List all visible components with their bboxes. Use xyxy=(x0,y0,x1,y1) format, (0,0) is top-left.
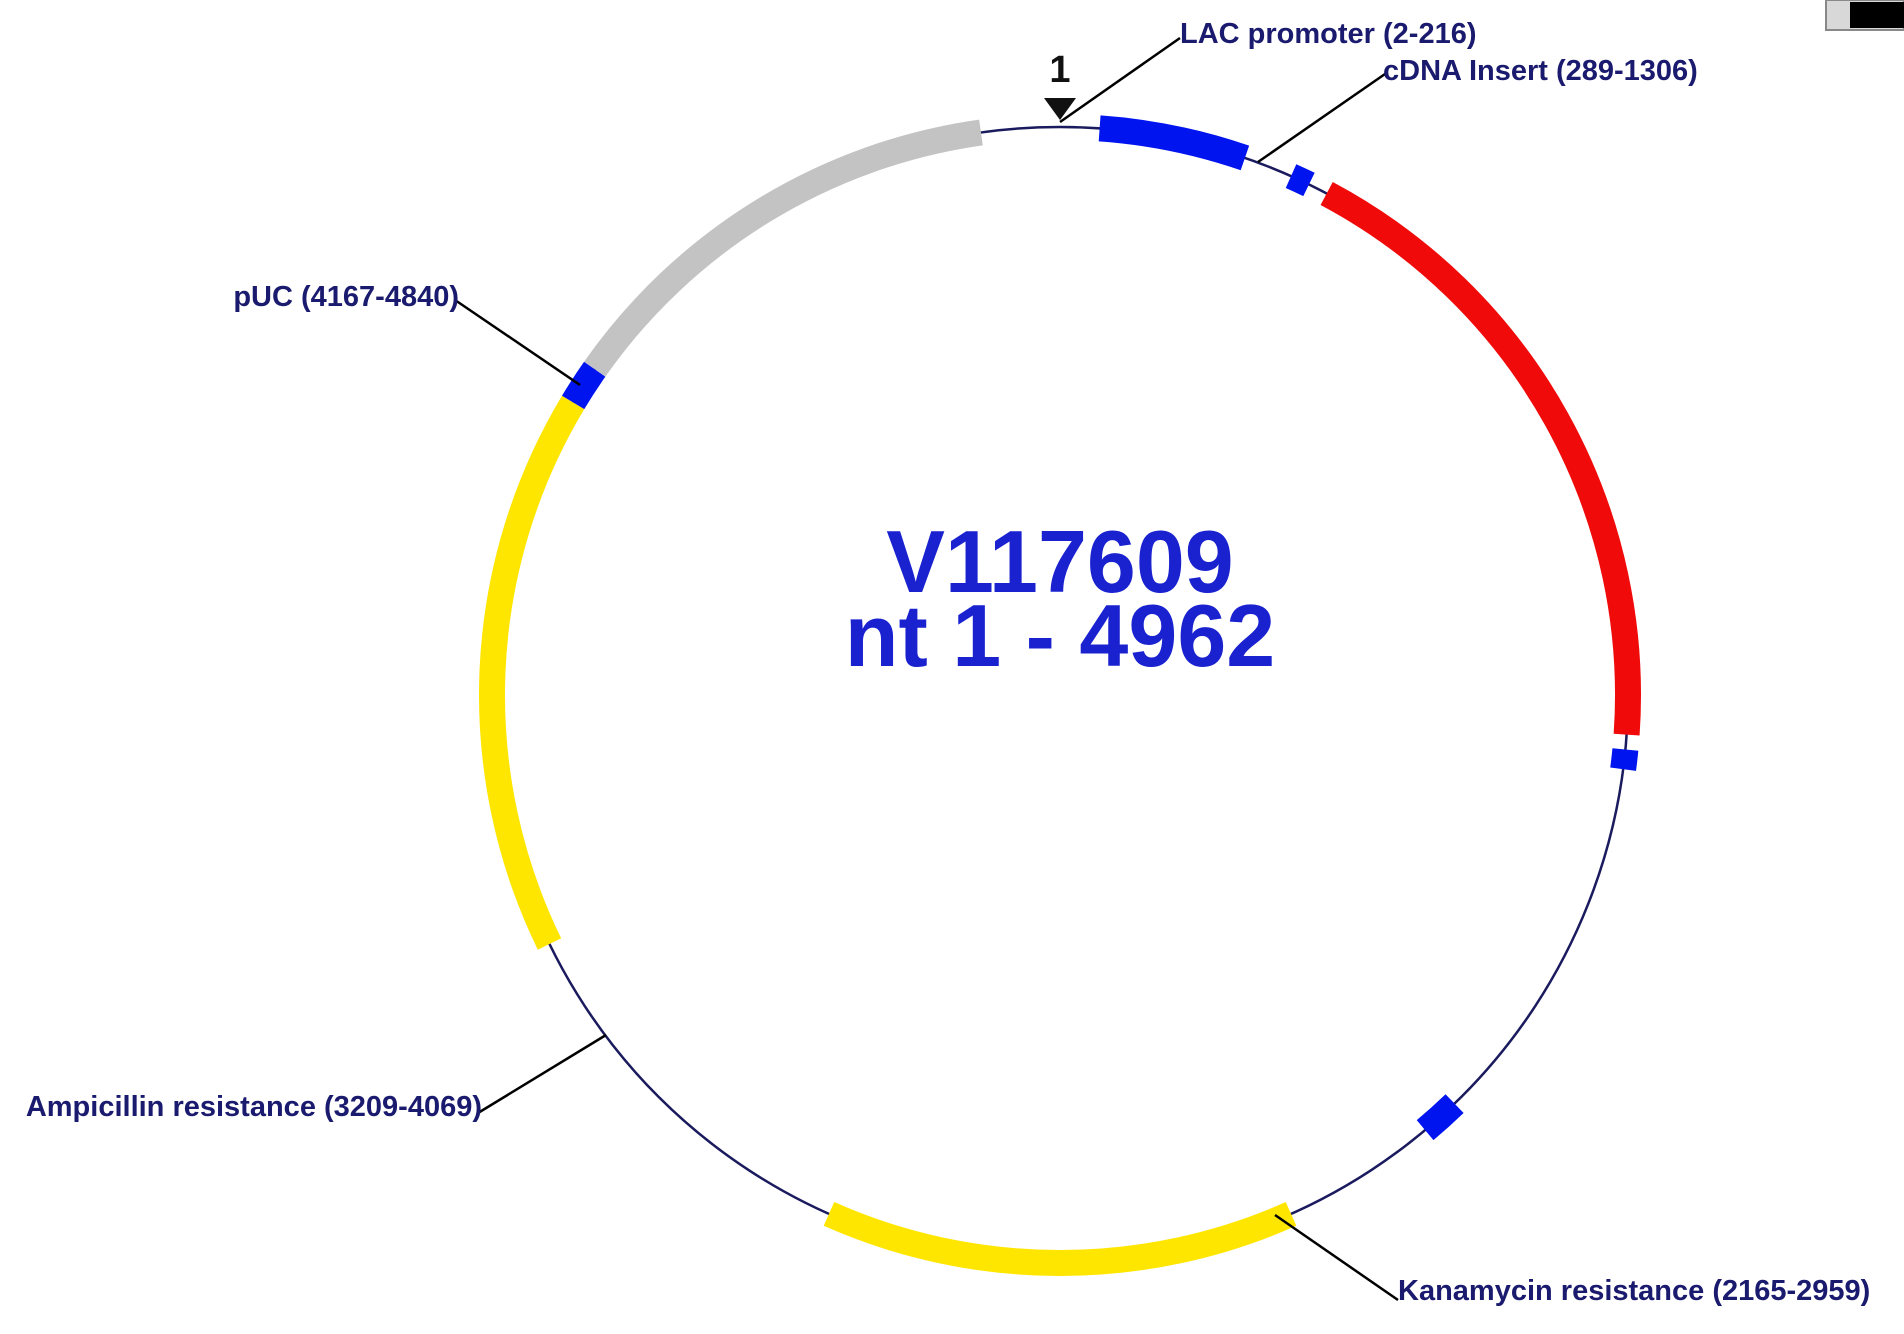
plasmid-range-title: nt 1 - 4962 xyxy=(845,586,1275,685)
cdna-insert-label: cDNA Insert (289-1306) xyxy=(1383,55,1698,87)
kanamycin-resistance-label: Kanamycin resistance (2165-2959) xyxy=(1398,1275,1870,1307)
kanamycin-resistance-arc[interactable] xyxy=(823,1202,1297,1276)
origin-number: 1 xyxy=(1049,49,1070,91)
lac-promoter-leader xyxy=(1059,36,1181,124)
lac-promoter-label: LAC promoter (2-216) xyxy=(1180,18,1477,50)
cdna-insert-arc[interactable] xyxy=(1320,182,1642,736)
lac-promoter-arc[interactable] xyxy=(1098,115,1250,171)
plasmid-name-title: V117609 xyxy=(886,512,1234,611)
ampicillin-resistance-leader xyxy=(477,1033,607,1115)
puc-spacer-arc xyxy=(561,361,606,410)
corner-scroll-thumb[interactable] xyxy=(1850,2,1904,28)
origin-triangle xyxy=(1044,98,1076,120)
small-marker-arc-3 xyxy=(1416,1094,1464,1141)
puc-leader xyxy=(454,298,581,387)
cdna-insert-leader xyxy=(1257,72,1386,164)
puc-label: pUC (4167-4840) xyxy=(233,281,459,313)
kanamycin-resistance-leader xyxy=(1274,1213,1399,1302)
small-marker-arc-1 xyxy=(1285,164,1315,197)
ampicillin-resistance-arc[interactable] xyxy=(479,395,585,950)
puc-origin-arc[interactable] xyxy=(584,119,983,377)
small-marker-arc-2 xyxy=(1610,748,1639,771)
ampicillin-resistance-label: Ampicillin resistance (3209-4069) xyxy=(26,1091,482,1123)
